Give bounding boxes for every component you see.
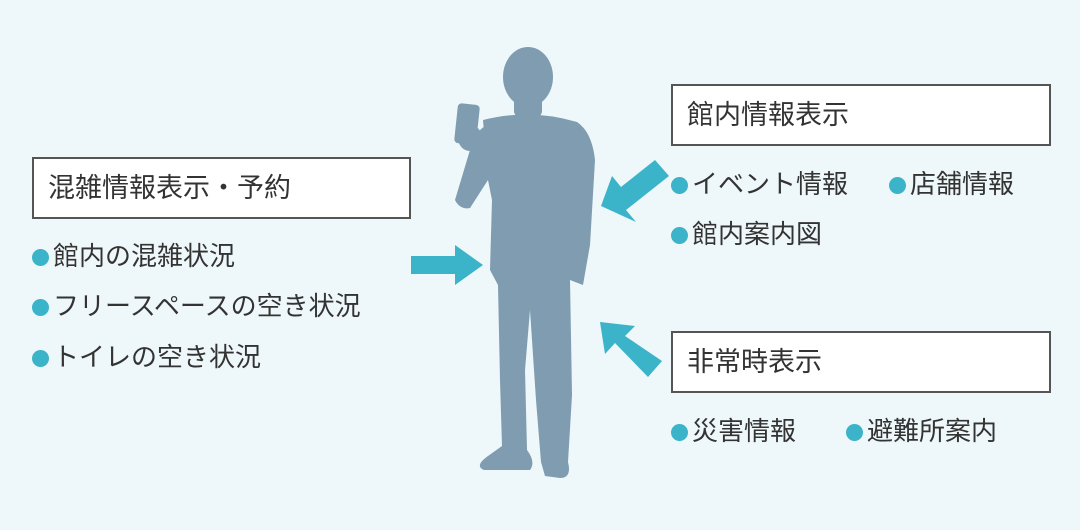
list-item-label: イベント情報 <box>692 170 849 200</box>
list-item-label: 店舗情報 <box>910 170 1015 200</box>
list-item: 災害情報 <box>671 419 796 445</box>
bullet-dot-icon <box>32 298 49 316</box>
list-item-label: 災害情報 <box>692 417 797 447</box>
emergency-info-heading: 非常時表示 <box>687 346 822 378</box>
list-item: 館内案内図 <box>671 222 822 248</box>
list-item-label: 館内案内図 <box>692 220 823 250</box>
arrow-right-icon <box>411 245 483 285</box>
bullet-dot-icon <box>846 423 863 441</box>
bullet-dot-icon <box>671 226 688 244</box>
arrow-up-left-icon <box>600 322 662 377</box>
bullet-dot-icon <box>671 423 688 441</box>
emergency-info-heading-box: 非常時表示 <box>671 331 1051 393</box>
list-item: 避難所案内 <box>846 419 997 445</box>
arrows <box>411 160 669 377</box>
facility-info-heading-box: 館内情報表示 <box>671 84 1051 146</box>
list-item: トイレの空き状況 <box>32 345 261 371</box>
facility-info-heading: 館内情報表示 <box>687 99 849 131</box>
list-item-label: フリースペースの空き状況 <box>53 292 361 322</box>
list-item: 館内の混雑状況 <box>32 244 235 270</box>
list-item-label: 館内の混雑状況 <box>53 242 236 272</box>
list-item-label: 避難所案内 <box>867 417 998 447</box>
bullet-dot-icon <box>32 349 49 367</box>
list-item-label: トイレの空き状況 <box>53 343 262 373</box>
congestion-info-heading-box: 混雑情報表示・予約 <box>32 157 411 219</box>
arrow-down-left-icon <box>601 160 669 222</box>
congestion-info-heading: 混雑情報表示・予約 <box>48 172 291 204</box>
list-item: イベント情報 <box>671 172 848 198</box>
bullet-dot-icon <box>32 248 49 266</box>
list-item: 店舗情報 <box>889 172 1014 198</box>
list-item: フリースペースの空き状況 <box>32 294 361 320</box>
bullet-dot-icon <box>671 176 688 194</box>
bullet-dot-icon <box>889 176 906 194</box>
person-silhouette-icon <box>454 47 595 478</box>
